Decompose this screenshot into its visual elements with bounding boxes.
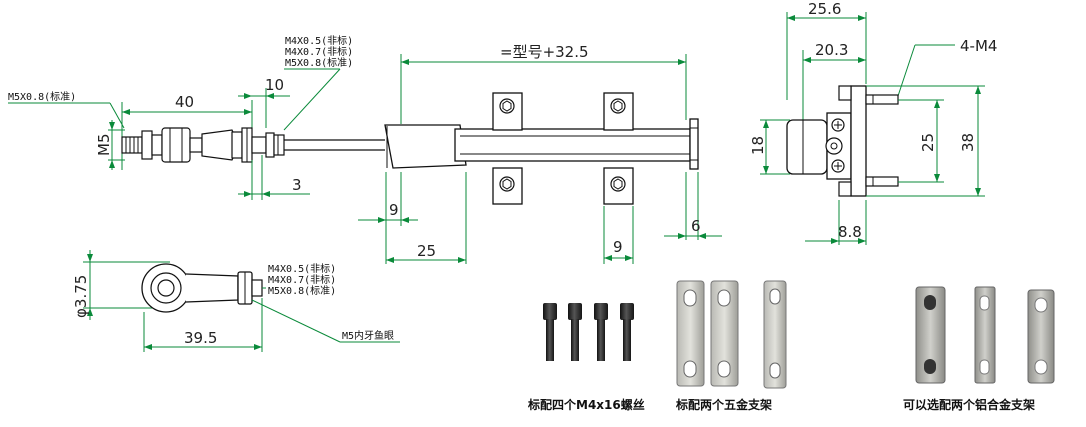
alu-brackets-photo	[915, 286, 1055, 384]
screw-2	[568, 303, 582, 361]
thread-spec-3: M5X0.8(标准)	[285, 57, 353, 69]
dim-39-5: 39.5	[184, 329, 217, 347]
dim-38: 38	[959, 133, 977, 152]
bracket-bottom-left	[492, 167, 523, 205]
alu-bracket-1	[915, 286, 946, 384]
dim-6: 6	[691, 217, 701, 235]
bracket-top-left	[492, 92, 523, 131]
caption-alu-brackets: 可以选配两个铝合金支架	[903, 398, 1036, 412]
label-4-m4: 4-M4	[960, 37, 997, 55]
thread-spec-1: M4X0.5(非标)	[285, 35, 353, 47]
label-fish-eye: M5内牙鱼眼	[342, 329, 394, 342]
dim-dia: φ3.75	[72, 275, 90, 318]
thread-spec-std: M5X0.8(标准)	[8, 91, 76, 103]
dim-stroke: =型号+32.5	[500, 43, 589, 61]
dim-18: 18	[749, 136, 767, 155]
dim-10: 10	[265, 76, 284, 94]
steel-bracket-3	[763, 280, 787, 389]
dim-20-3: 20.3	[815, 41, 848, 59]
thread-spec-2: M4X0.7(非标)	[285, 46, 353, 58]
screw-1	[543, 303, 557, 361]
dim-25-main: 25	[417, 242, 436, 260]
dim-8-8: 8.8	[838, 223, 862, 241]
rod-spec-1: M4X0.5(非标)	[268, 263, 336, 275]
dim-25-6: 25.6	[808, 0, 841, 18]
alu-bracket-2	[974, 286, 996, 384]
alu-bracket-3	[1027, 289, 1055, 384]
bracket-top-right	[603, 92, 634, 131]
rod-spec-3: M5X0.8(标准)	[268, 285, 336, 297]
rod-spec-2: M4X0.7(非标)	[268, 274, 336, 286]
screw-4	[620, 303, 634, 361]
dim-40: 40	[175, 93, 194, 111]
dim-9-mid: 9	[613, 238, 623, 256]
bracket-bottom-right	[603, 167, 634, 205]
dim-3: 3	[292, 176, 302, 194]
caption-steel-brackets: 标配两个五金支架	[676, 398, 773, 412]
main-view: M4X0.5(非标) M4X0.7(非标) M5X0.8(标准) M5X0.8(…	[8, 35, 722, 264]
dim-9-left: 9	[389, 201, 399, 219]
side-view: 25.6 20.3 4-M4 18	[749, 0, 997, 245]
steel-brackets-photo	[676, 280, 787, 389]
screw-3	[594, 303, 608, 361]
steel-bracket-1	[676, 280, 705, 387]
steel-bracket-2	[710, 280, 739, 387]
dim-m5: M5	[95, 134, 113, 157]
screws-photo	[543, 303, 634, 361]
dim-25-side: 25	[919, 133, 937, 152]
caption-screws: 标配四个M4x16螺丝	[528, 398, 645, 412]
rod-end-view: φ3.75 M4X0.5(非标) M4X0.7(非标) M5X0.8(标准) 3…	[72, 250, 400, 352]
